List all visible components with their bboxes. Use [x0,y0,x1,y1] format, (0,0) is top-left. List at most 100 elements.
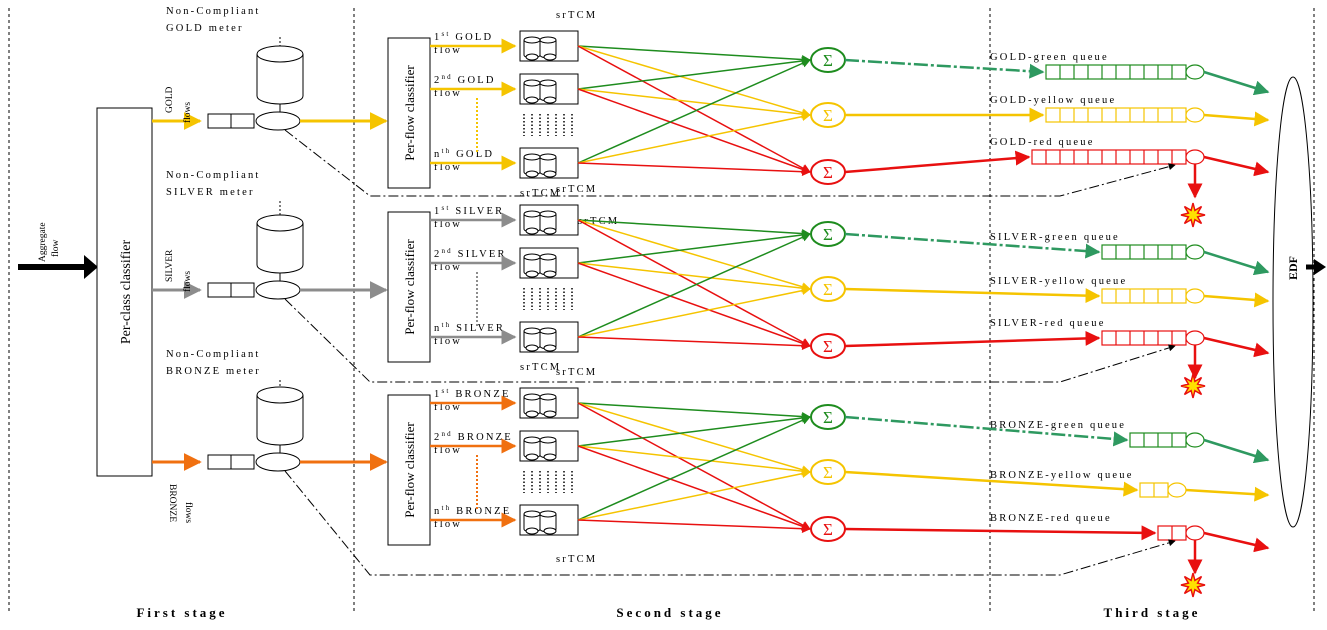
sum-to-queue-arrow-bronze-green [844,415,1129,447]
svg-text:flows: flows [183,502,194,523]
feedback-line-silver [284,298,1176,383]
queue-label-gold-yellow: GOLD-yellow queue [990,95,1116,106]
flow-label-gold-2: 2nd GOLD [434,73,496,86]
srtcm-label-bottom-gold: srTCM [520,188,561,199]
svg-text:SILVER: SILVER [165,249,175,282]
queue-silver-green [1101,244,1205,260]
sum-yellow-gold: Σ [810,102,846,128]
class-meter-gold [255,111,301,131]
noncompliant-meter-label-gold: GOLD meter [166,23,244,34]
drop-burst-silver [1180,373,1206,399]
queue-label-gold-red: GOLD-red queue [990,137,1095,148]
queue-label-bronze-yellow: BRONZE-yellow queue [990,470,1134,481]
sum-green-gold: Σ [810,47,846,73]
queue-to-edf-arrow-silver-yellow [1203,292,1270,308]
sum-to-queue-arrow-gold-green [844,58,1045,79]
sum-red-gold: Σ [810,159,846,185]
flow-label-bronze-2: 2nd BRONZE [434,430,513,443]
sum-to-queue-arrow-silver-green [844,232,1101,259]
flow-sublabel-bronze-1: flow [434,402,462,413]
srtcm-meter-gold-2 [519,73,579,105]
flow-label-silver-2: 2nd SILVER [434,247,507,260]
sum-red-bronze: Σ [810,516,846,542]
sum-yellow-silver: Σ [810,276,846,302]
svg-text:Σ: Σ [823,106,833,125]
per-flow-classifier-label-bronze: Per-flow classifier [402,422,417,518]
class-bucket-silver [256,223,304,274]
per-class-classifier: Per-class classifier [96,107,153,477]
srtcm-label-bottom-silver: srTCM [520,362,561,373]
per-flow-classifier-gold [387,37,431,189]
feedback-line-gold [284,129,1176,197]
queue-to-edf-arrow-gold-yellow [1203,111,1270,127]
flow-sublabel-bronze-2: flow [434,445,462,456]
srtcm-meter-silver-1 [519,204,579,236]
sum-green-bronze: Σ [810,404,846,430]
svg-text:Σ: Σ [823,51,833,70]
queue-to-edf-arrow-bronze-green [1203,438,1270,464]
per-class-classifier-label: Per-class classifier [119,240,134,345]
drop-burst-gold [1180,202,1206,228]
noncompliant-meter-label-silver: SILVER meter [166,187,255,198]
queue-bronze-red [1157,525,1205,541]
srtcm-label-bottom-bronze: srTCM [556,554,597,565]
flow-label-gold-3: nth GOLD [434,147,494,160]
per-flow-classifier-label-gold: Per-flow classifier [402,65,417,161]
queue-label-gold-green: GOLD-green queue [990,52,1109,63]
queue-silver-red [1101,330,1205,346]
queue-to-edf-arrow-gold-green [1203,70,1270,96]
queue-to-edf-arrow-silver-red [1203,336,1270,358]
aggregate-input: Aggregate flow [18,222,98,279]
queue-to-edf-arrow-bronze-yellow [1185,486,1270,502]
srtcm-meter-gold-3 [519,147,579,179]
svg-text:flows: flows [182,102,193,123]
srtcm-meter-silver-2 [519,247,579,279]
queue-label-silver-yellow: SILVER-yellow queue [990,276,1127,287]
flow-sublabel-silver-3: flow [434,336,462,347]
flows-label-silver: SILVER flows [165,249,193,292]
srtcm-meter-bronze-1 [519,387,579,419]
flow-sublabel-silver-2: flow [434,262,462,273]
svg-text:Σ: Σ [823,463,833,482]
noncompliant-label-gold: Non-Compliant [166,6,261,17]
flow-sublabel-gold-1: flow [434,45,462,56]
srtcm-label-top-bronze: srTCM [556,367,597,378]
svg-text:Σ: Σ [823,163,833,182]
class-bucket-gold [256,54,304,105]
flow-sublabel-bronze-3: flow [434,519,462,530]
sum-red-silver: Σ [810,333,846,359]
noncompliant-meter-label-bronze: BRONZE meter [166,366,261,377]
aggregate-label: Aggregate [38,222,48,262]
queue-label-silver-green: SILVER-green queue [990,232,1120,243]
queue-gold-green [1045,64,1205,80]
per-flow-classifier-bronze [387,394,431,546]
svg-text:Σ: Σ [823,225,833,244]
queue-to-edf-arrow-silver-green [1203,250,1270,276]
class-meter-silver [255,280,301,300]
flow-label-bronze-3: nth BRONZE [434,504,511,517]
sum-to-queue-arrow-silver-red [844,330,1101,348]
stage-label-second: Second stage [616,605,723,620]
srtcm-meter-silver-3 [519,321,579,353]
svg-text:flows: flows [182,271,193,292]
srtcm-label-top-gold: srTCM [556,10,597,21]
queue-label-silver-red: SILVER-red queue [990,318,1106,329]
sum-to-queue-arrow-silver-yellow [844,287,1101,304]
flow-label-silver-1: 1st SILVER [434,204,504,217]
flow-label-gold-1: 1st GOLD [434,30,493,43]
svg-text:GOLD: GOLD [165,86,175,113]
queue-label-bronze-red: BRONZE-red queue [990,513,1112,524]
queue-silver-yellow [1101,288,1205,304]
drop-burst-bronze [1180,572,1206,598]
svg-text:Σ: Σ [823,520,833,539]
srtcm-label-top-silver: srTCM [556,184,597,195]
class-bucket-bronze [256,395,304,446]
srtcm-meter-gold-1 [519,30,579,62]
queue-bronze-yellow [1139,482,1187,498]
queue-bronze-green [1129,432,1205,448]
svg-text:Σ: Σ [823,337,833,356]
